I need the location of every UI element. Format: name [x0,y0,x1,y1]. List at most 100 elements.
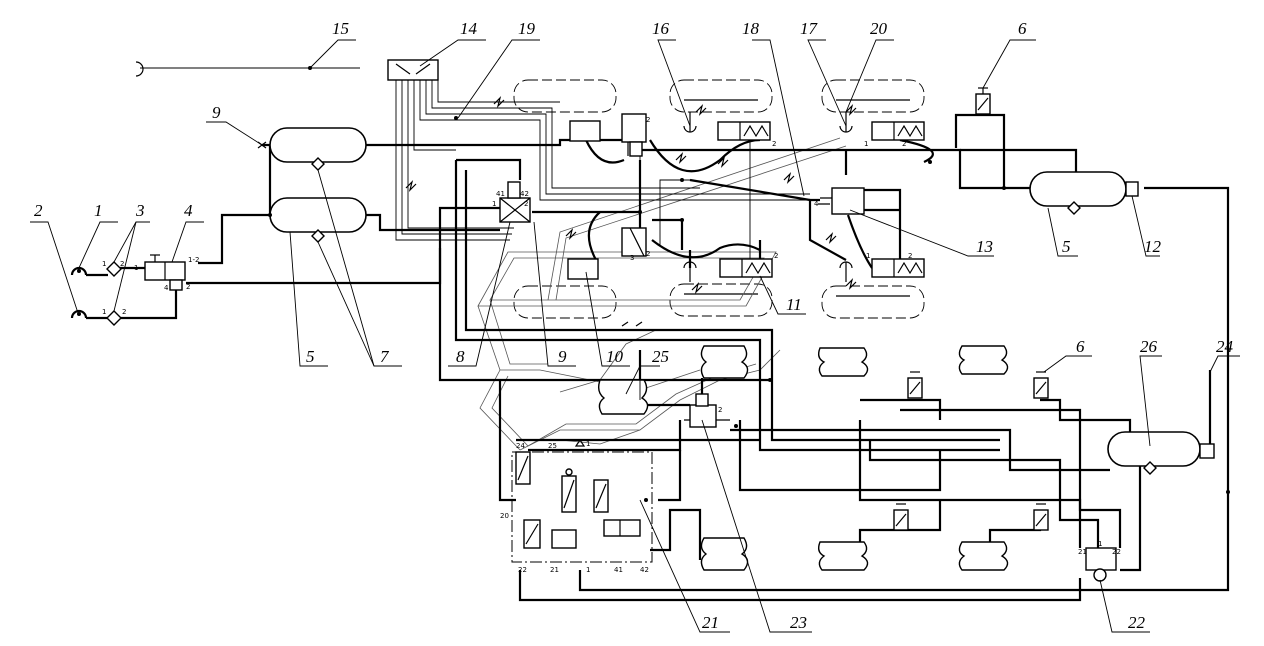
port-module-21: 21 [550,566,559,574]
spring-brake-chamber-rear-lower [871,258,925,278]
port-module-20: 20 [500,512,509,520]
label-15: 15 [332,19,349,38]
port-filter-out-upper: 2 [120,260,124,268]
drain-valve-6-mid [1033,371,1049,399]
label-18: 18 [742,19,760,38]
air-spring-bottom-center [700,537,749,571]
port-valve8-1: 1 [492,200,496,208]
wheel-mid-top [669,79,773,113]
label-5-right: 5 [1062,237,1071,256]
port-valve8-2: 2 [524,200,528,208]
port-module-24: 24 [516,442,525,450]
relay-valve-front-upper [621,113,647,157]
label-1: 1 [94,201,103,220]
port-valve22-22: 22 [1112,548,1121,556]
air-spring-25-lower [597,379,649,415]
label-9-bottom: 9 [558,347,567,366]
electrical-symbols [405,96,857,327]
compressor-1 [70,266,88,276]
label-20: 20 [870,19,888,38]
valve-24 [1199,443,1215,459]
unloader-valve-4 [144,254,186,291]
port-unloader-4: 4 [164,284,169,292]
port-module-22: 22 [518,566,527,574]
port-module-41: 41 [614,566,623,574]
air-tank-5-lower [269,197,367,243]
label-22: 22 [1128,613,1146,632]
label-10: 10 [606,347,624,366]
sensor-rear-lower [839,261,853,282]
port-unloader-in: 1 [134,264,138,272]
filter-3-upper [106,261,122,277]
wheel-rear-top [821,79,925,113]
port-relay-lower-2: 2 [646,250,650,258]
port-module-1-bottom: 1 [586,566,590,574]
port-unloader-out: 1-2 [188,256,199,264]
junction-dots [268,66,1230,502]
port-relay-upper-2: 2 [646,116,650,124]
port-spring-rear-lower-2: 2 [908,252,912,260]
brake-valve-8 [499,181,531,223]
port-valve8-42: 42 [520,190,529,198]
label-11: 11 [786,295,802,314]
pipe-bundle [140,67,810,270]
port-level-valve-2: 2 [718,406,722,414]
label-5-left: 5 [306,347,315,366]
port-valve13-4: 4 [814,200,819,208]
port-module-1-top: 1 [586,440,590,448]
drain-valve-lower-right [1033,503,1049,531]
label-24: 24 [1216,337,1234,356]
label-23: 23 [790,613,807,632]
air-spring-25-upper [700,345,749,379]
label-17: 17 [800,19,819,38]
air-spring-top-left [817,347,869,377]
label-13: 13 [976,237,993,256]
control-module-21 [511,438,653,563]
port-numbers: 1 1 2 2 1 1-2 4 2 41 42 1 2 2 2 2 2 1 2 … [102,116,1121,574]
part-number-labels: 1 2 3 4 5 5 6 6 7 8 9 9 10 11 12 13 14 1… [34,19,1234,632]
label-8: 8 [456,347,465,366]
air-spring-bottom-left [817,541,869,571]
wheel-rear-bottom [821,285,925,319]
port-module-25: 25 [548,442,557,450]
compressor-2 [70,309,88,319]
port-valve8-41: 41 [496,190,505,198]
pressure-gauge-14 [387,59,439,81]
spring-brake-chamber-mid-lower [719,258,773,278]
spring-brake-chamber-mid-upper [717,121,771,141]
sensor-16 [683,112,697,133]
port-filter-out-lower: 2 [122,308,126,316]
port-spring-rear-upper-2: 2 [902,140,906,148]
label-14: 14 [460,19,478,38]
chassis-outline [477,137,847,451]
drain-valve-6-top [975,87,991,115]
air-spring-bottom-right [958,541,1009,571]
label-12: 12 [1144,237,1162,256]
port-compressor2: 1 [102,308,106,316]
wheel-front-left-top [513,79,617,113]
port-compressor1: 1 [102,260,106,268]
port-unloader-2: 2 [186,283,190,291]
leader-lines [30,39,1240,633]
air-tank-5-right [1029,171,1127,215]
drain-valve-left [907,371,923,399]
relay-valve-13 [818,187,865,215]
air-spring-top-right [958,345,1009,375]
filter-3-lower [106,310,122,326]
valve-12 [1125,181,1139,197]
drain-valve-lower-left [893,503,909,531]
port-spring-rear-upper-1: 1 [864,140,868,148]
port-spring-rear-lower-1: 1 [866,252,870,260]
label-19: 19 [518,19,536,38]
port-valve22-21: 21 [1078,548,1087,556]
label-16: 16 [652,19,670,38]
label-2: 2 [34,201,43,220]
label-26: 26 [1140,337,1158,356]
port-valve22-1: 1 [1098,540,1102,548]
port-spring-mid-upper: 2 [772,140,776,148]
brake-chamber-front-upper [569,120,601,142]
spring-brake-chamber-rear-upper [871,121,925,141]
label-6-mid: 6 [1076,337,1085,356]
